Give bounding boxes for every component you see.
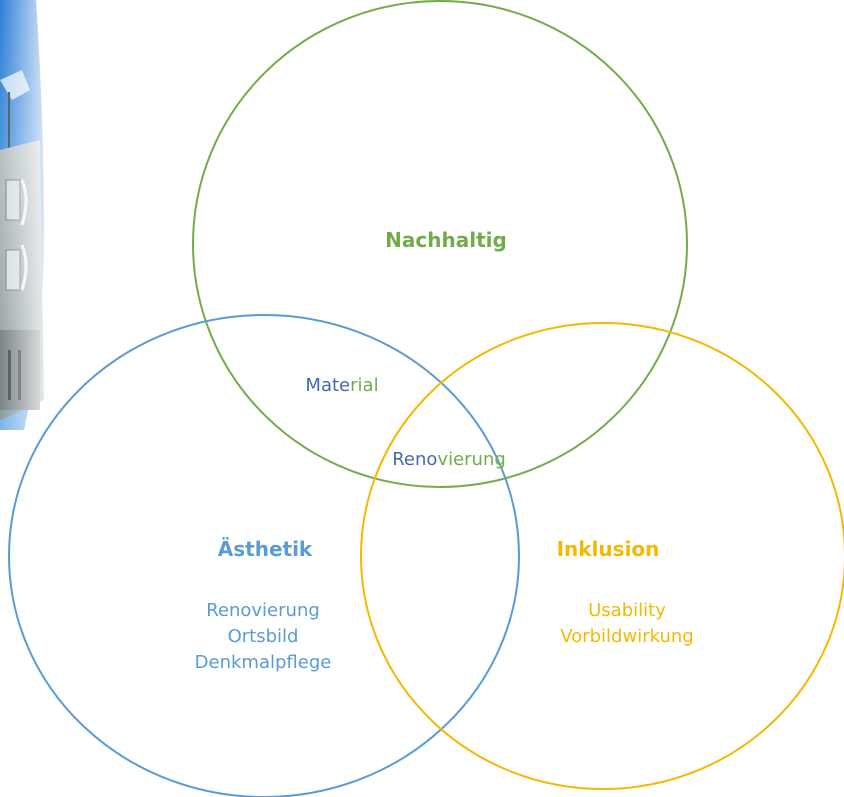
circle-aesthetik (8, 314, 520, 797)
circle-nachhaltig (192, 0, 688, 488)
aesthetik-item: Ortsbild (227, 626, 299, 647)
intersection-label-material-part1: Mate (305, 375, 351, 396)
circle-inklusion (360, 322, 844, 790)
aesthetik-item: Renovierung (206, 600, 320, 621)
intersection-label-renovierung-part2: vierung (437, 449, 506, 470)
inklusion-items: Usability Vorbildwirkung (560, 598, 693, 650)
set-title-nachhaltig: Nachhaltig (385, 228, 507, 252)
set-title-aesthetik: Ästhetik (217, 537, 313, 561)
intersection-label-renovierung-part1: Reno (392, 449, 438, 470)
set-title-inklusion: Inklusion (556, 537, 660, 561)
aesthetik-item: Denkmalpflege (194, 652, 332, 673)
building-photo-fragment (0, 0, 52, 430)
intersection-label-material: Material (305, 373, 378, 399)
aesthetik-items: Renovierung Ortsbild Denkmalpflege (195, 598, 332, 676)
intersection-label-material-part2: rial (350, 375, 379, 396)
inklusion-item: Usability (588, 600, 666, 621)
inklusion-item: Vorbildwirkung (560, 626, 694, 647)
intersection-label-renovierung: Renovierung (392, 447, 506, 473)
